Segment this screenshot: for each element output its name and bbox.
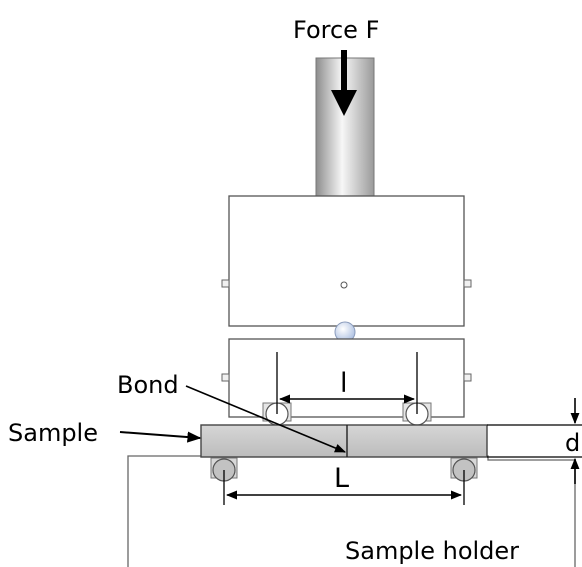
thickness-dimension: [487, 398, 582, 484]
inner-span-label: l: [340, 368, 348, 399]
force-label: Force F: [293, 16, 379, 44]
inner-span-dimension: [276, 352, 418, 414]
support-roller-right: [450, 457, 478, 482]
sample-label: Sample: [8, 419, 98, 447]
upper-block: [221, 195, 472, 327]
sample-leader: [119, 431, 202, 443]
outer-span-dimension: [223, 470, 465, 505]
outer-span-label: L: [334, 463, 349, 494]
bond-leader: [185, 385, 347, 453]
sample-holder-label: Sample holder: [345, 537, 519, 565]
thickness-label: d: [565, 429, 580, 457]
force-arrow: [331, 50, 357, 116]
bond-label: Bond: [117, 371, 179, 399]
